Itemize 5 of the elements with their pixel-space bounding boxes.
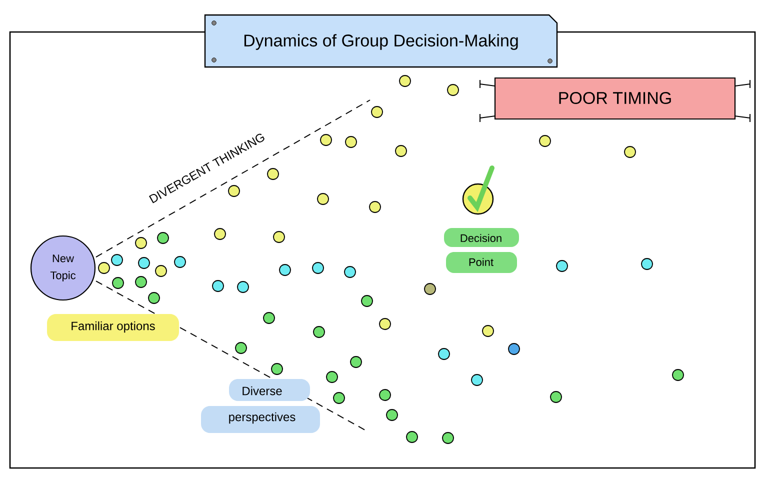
title-banner: Dynamics of Group Decision-Making: [204, 14, 558, 68]
banner-box: POOR TIMING: [480, 77, 750, 122]
highlighted-label: Familiar options: [47, 314, 179, 341]
highlighted-label: Diverse perspectives: [201, 379, 320, 433]
highlighted-label: Decision Point: [444, 228, 519, 273]
